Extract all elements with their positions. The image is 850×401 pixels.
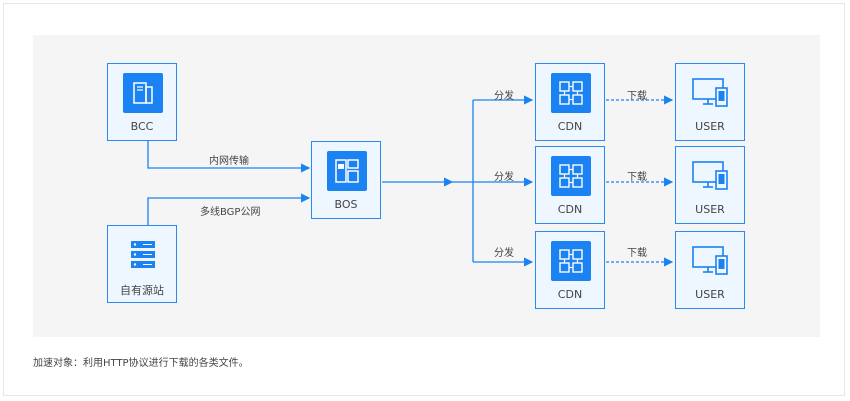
grid-network-icon (551, 156, 591, 196)
node-label: CDN (557, 288, 583, 301)
edge-label-distribute: 分发 (494, 172, 514, 183)
monitor-phone-icon (692, 161, 728, 190)
node-origin: 自有源站 (107, 225, 177, 303)
server-rack-icon (123, 235, 163, 275)
monitor-phone-icon (692, 78, 728, 107)
node-user-2: USER (675, 146, 745, 224)
node-bos: BOS (311, 141, 381, 219)
edge-label-download: 下载 (627, 172, 647, 183)
edge-split-trunk (452, 100, 474, 262)
edge-label-bgp-public: 多线BGP公网 (200, 207, 261, 218)
edge-origin-to-bos (147, 193, 311, 225)
grid-network-icon (551, 73, 591, 113)
node-label: USER (695, 120, 725, 133)
edge-bcc-to-bos (147, 141, 311, 173)
node-label: BCC (130, 120, 154, 133)
grid-network-icon (551, 241, 591, 281)
edge-label-download: 下载 (627, 248, 647, 259)
server-icon (123, 73, 163, 113)
edge-label-internal-transfer: 内网传输 (209, 156, 249, 167)
node-bcc: BCC (107, 63, 177, 141)
node-cdn-1: CDN (535, 63, 605, 141)
node-label: USER (695, 288, 725, 301)
node-user-3: USER (675, 231, 745, 309)
storage-icon (327, 151, 367, 191)
edge-label-distribute: 分发 (494, 91, 514, 102)
node-label: USER (695, 203, 725, 216)
node-label: 自有源站 (120, 284, 164, 297)
node-label: BOS (334, 198, 358, 211)
edge-label-distribute: 分发 (494, 248, 514, 259)
node-label: CDN (557, 203, 583, 216)
monitor-phone-icon (692, 246, 728, 275)
caption-text: 加速对象：利用HTTP协议进行下载的各类文件。 (33, 358, 249, 369)
node-user-1: USER (675, 63, 745, 141)
node-cdn-3: CDN (535, 231, 605, 309)
node-label: CDN (557, 120, 583, 133)
edge-label-download: 下载 (627, 91, 647, 102)
node-cdn-2: CDN (535, 146, 605, 224)
